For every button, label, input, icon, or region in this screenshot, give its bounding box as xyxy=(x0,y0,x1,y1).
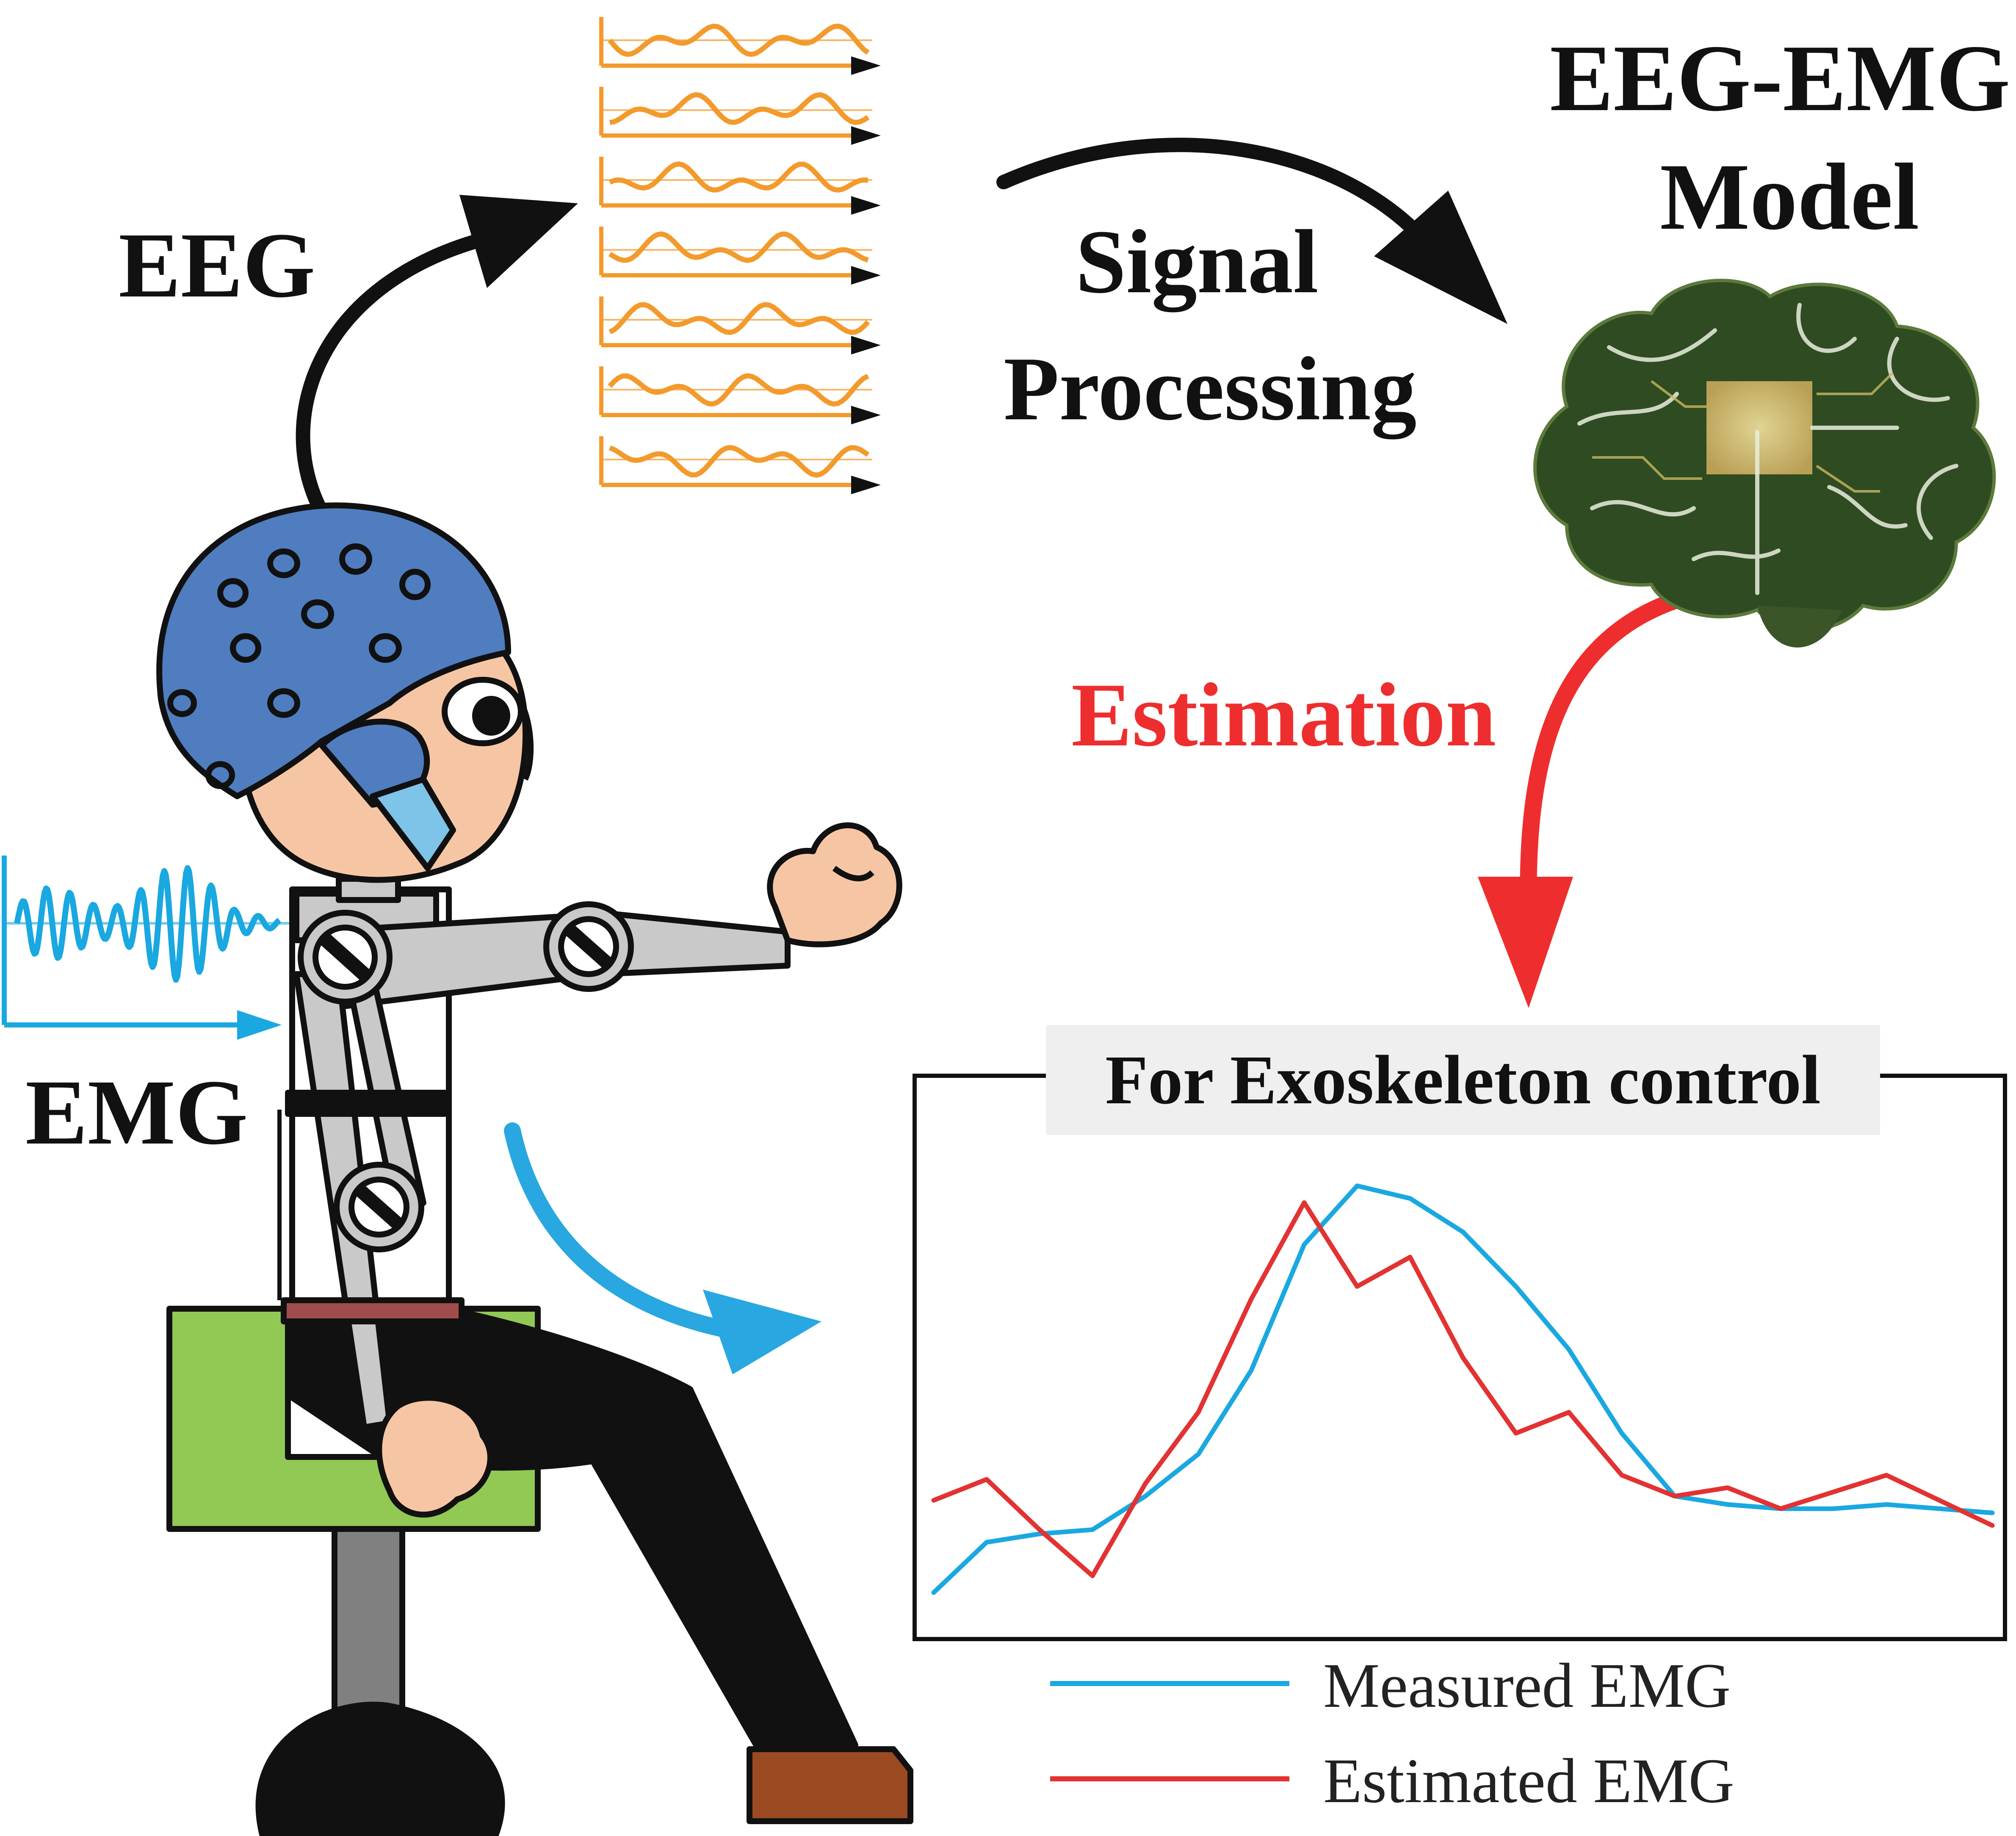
estimation-arrowhead-icon xyxy=(1478,877,1573,1008)
chair-base xyxy=(255,1701,505,1836)
eeg-arrowhead-icon xyxy=(459,195,578,288)
emg-signal-trace xyxy=(2,856,296,1040)
estimation-label: Estimation xyxy=(1071,664,1496,765)
estimation-arrow-icon xyxy=(1520,576,1774,919)
panel-title-background xyxy=(1046,1025,1880,1135)
eeg-channel-trace xyxy=(599,296,881,354)
raised-fist xyxy=(767,822,902,947)
emg-label: EMG xyxy=(25,1061,248,1164)
estimated-emg-line xyxy=(931,1200,1995,1578)
exo-lower-joint-icon xyxy=(334,1162,424,1252)
eeg-channel-trace xyxy=(599,227,881,285)
chart-legend: Measured EMG Estimated EMG xyxy=(1050,1650,1734,1816)
eeg-channel-trace xyxy=(599,87,881,145)
chin-strap xyxy=(370,776,456,871)
eeg-channel-trace xyxy=(599,436,881,494)
resting-hand xyxy=(376,1395,493,1518)
exoskeleton-control-panel xyxy=(913,1074,2007,1641)
chair-post xyxy=(332,1526,405,1714)
output-arrowhead-icon xyxy=(703,1290,821,1374)
eeg-cap xyxy=(156,502,511,799)
model-label-line1: EEG-EMG xyxy=(1550,25,2010,131)
eeg-channel-trace xyxy=(599,366,881,424)
signal-processing-arrowhead-icon xyxy=(1374,191,1507,324)
emg-comparison-chart xyxy=(931,1183,1995,1595)
signal-processing-label-line2: Processing xyxy=(1004,338,1416,439)
eeg-label: EEG xyxy=(119,213,315,317)
eeg-channel-trace xyxy=(599,157,881,215)
signal-processing-arrow-icon xyxy=(996,138,1455,278)
eeg-channel-trace xyxy=(599,17,881,75)
signal-processing-label-line1: Signal xyxy=(1076,211,1319,312)
exo-shoulder-joint-icon xyxy=(298,910,393,1005)
legend-measured-label: Measured EMG xyxy=(1323,1650,1731,1721)
eeg-arrow-icon xyxy=(296,230,498,520)
measured-emg-line xyxy=(931,1183,1995,1595)
exo-elbow-joint-icon xyxy=(543,901,634,992)
legend-estimated-label: Estimated EMG xyxy=(1323,1746,1734,1816)
circuit-brain-icon xyxy=(1533,279,1996,648)
waist-strap xyxy=(281,1297,465,1324)
eeg-signal-traces xyxy=(599,17,881,494)
eeg-electrode-icons xyxy=(167,543,431,789)
seated-person-with-exoskeleton xyxy=(156,502,913,1836)
panel-title: For Exoskeleton control xyxy=(1105,1041,1821,1119)
output-arrow-icon xyxy=(504,1122,737,1338)
shoe xyxy=(747,1746,913,1824)
model-label-line2: Model xyxy=(1660,144,1919,249)
